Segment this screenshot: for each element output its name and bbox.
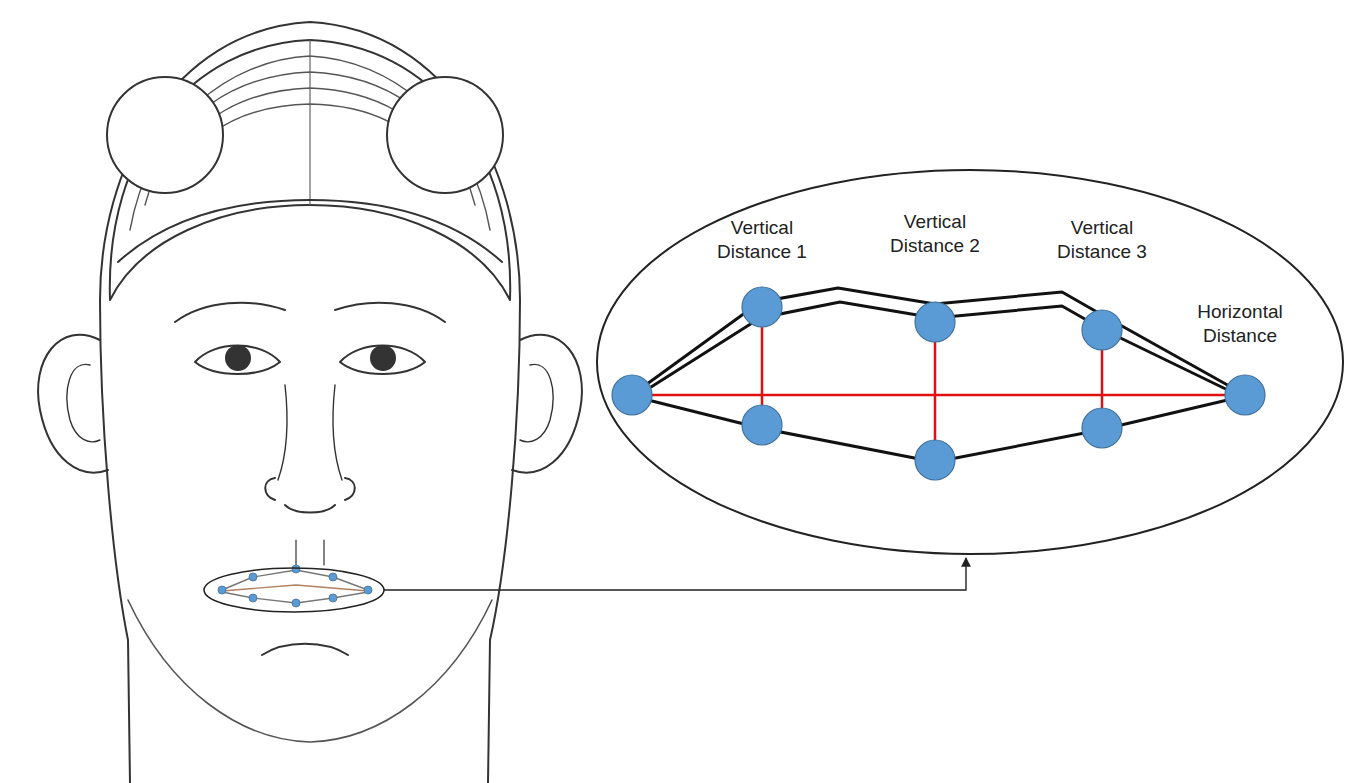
electrode	[387, 77, 503, 193]
electrode	[107, 77, 223, 193]
pupil	[371, 346, 395, 370]
nose-line	[278, 385, 287, 480]
lip-line	[222, 585, 368, 591]
lip-contours	[636, 288, 1240, 462]
measurement-label: Vertical Distance 2	[879, 210, 991, 258]
nose-line	[333, 385, 342, 480]
callout-line	[384, 558, 966, 590]
eyebrow	[335, 303, 445, 322]
jaw-line	[128, 600, 492, 742]
ear	[512, 335, 582, 473]
zoom-ellipse-small	[204, 568, 384, 612]
ear-inner	[520, 364, 553, 441]
lip-landmarks-small	[218, 565, 372, 607]
ear	[38, 335, 108, 473]
eyebrow	[175, 303, 285, 322]
nostrils	[265, 478, 355, 513]
measurement-label: Vertical Distance 1	[706, 216, 818, 264]
zoom-ellipse-large	[597, 170, 1343, 554]
hair-parting	[309, 40, 310, 205]
lip-landmarks-large	[612, 287, 1265, 480]
head-outline	[100, 22, 520, 783]
philtrum	[296, 540, 324, 565]
measurement-label: Horizontal Distance	[1184, 300, 1296, 348]
headband	[118, 200, 502, 262]
ear-inner	[67, 364, 100, 441]
measurement-label: Vertical Distance 3	[1046, 216, 1158, 264]
eye	[340, 346, 425, 375]
chin-crease	[262, 644, 348, 655]
pupil	[226, 346, 250, 370]
eye	[195, 346, 280, 375]
